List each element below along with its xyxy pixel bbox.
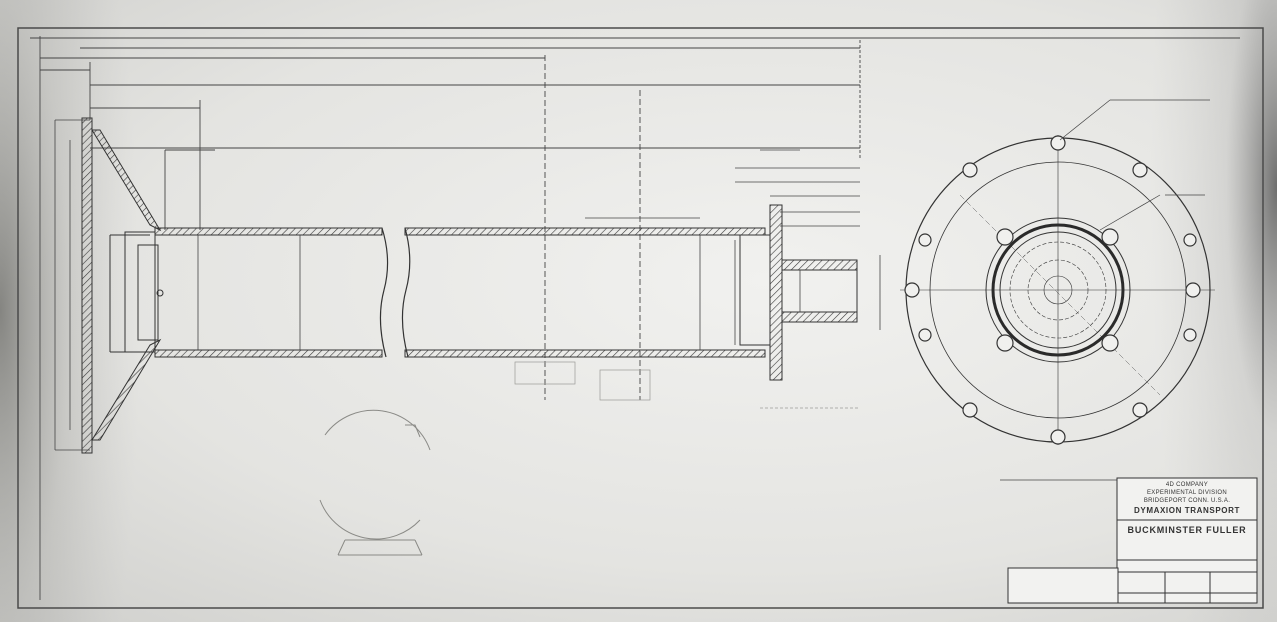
bolt-holes-outer — [904, 135, 1201, 445]
title-block-frame — [1007, 477, 1258, 604]
faint-circle-sketch — [319, 409, 431, 556]
top-dimensions — [30, 37, 1240, 400]
designer-name: BUCKMINSTER FULLER — [1127, 525, 1247, 535]
leader-lines — [1000, 99, 1210, 481]
company-line-2: EXPERIMENTAL DIVISION — [1147, 490, 1227, 496]
left-end-fitting — [109, 231, 164, 353]
drawing-border — [17, 27, 1264, 609]
company-line-1: 4D COMPANY — [1165, 482, 1209, 488]
bolt-holes-inner — [996, 228, 1119, 352]
tube-left-segment — [154, 227, 389, 358]
right-flange-hub — [739, 204, 881, 381]
company-line-3: BRIDGEPORT CONN. U.S.A. — [1143, 498, 1231, 504]
faint-lower-details — [514, 361, 860, 409]
project-title: DYMAXION TRANSPORT — [1134, 506, 1240, 515]
right-dimension-ladder — [585, 149, 860, 227]
tube-right-segment — [401, 227, 766, 358]
left-flange-cone — [54, 117, 162, 454]
